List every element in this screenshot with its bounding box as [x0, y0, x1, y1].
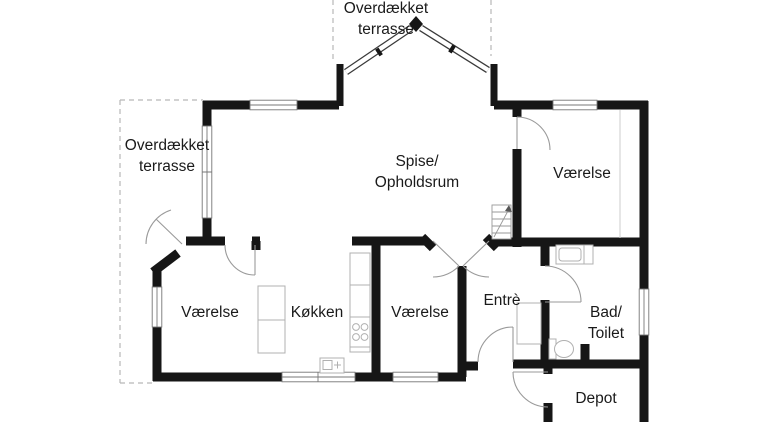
living-room-label-line2: Opholdsrum	[375, 174, 459, 191]
terrace-left-label-line1: Overdækket	[125, 137, 210, 154]
kitchen-counter	[257, 252, 371, 354]
room-labels: Overdækket terrasse Overdækket terrasse …	[125, 0, 625, 407]
living-room-label-line1: Spise/	[395, 153, 439, 170]
room-label-kitchen: Køkken	[291, 304, 344, 321]
room-label-depot: Depot	[575, 390, 617, 407]
terrace-top-label-line2: terrasse	[358, 21, 414, 38]
room-label-middle: Værelse	[391, 304, 449, 321]
windows	[151, 99, 650, 383]
room-label-entry: Entrè	[483, 292, 520, 309]
room-label-bottom-left: Værelse	[181, 304, 239, 321]
bathroom-vanity	[555, 244, 594, 265]
bay-window	[336, 16, 498, 106]
kitchen-sink	[319, 357, 345, 374]
staircase	[491, 204, 512, 240]
doors	[145, 116, 582, 408]
bay-peak	[409, 16, 423, 32]
toilet	[548, 338, 574, 360]
bath-label-line2: Toilet	[588, 325, 625, 342]
terrace-boundary-top	[332, 0, 492, 62]
stove	[352, 323, 369, 341]
bath-label-line1: Bad/	[590, 304, 623, 321]
entry-closet	[516, 302, 542, 345]
terrace-left-label-line2: terrasse	[139, 158, 195, 175]
terrace-boundary-left	[119, 99, 203, 384]
terrace-top-label-line1: Overdækket	[344, 0, 429, 17]
room-label-top-right: Værelse	[553, 165, 611, 182]
